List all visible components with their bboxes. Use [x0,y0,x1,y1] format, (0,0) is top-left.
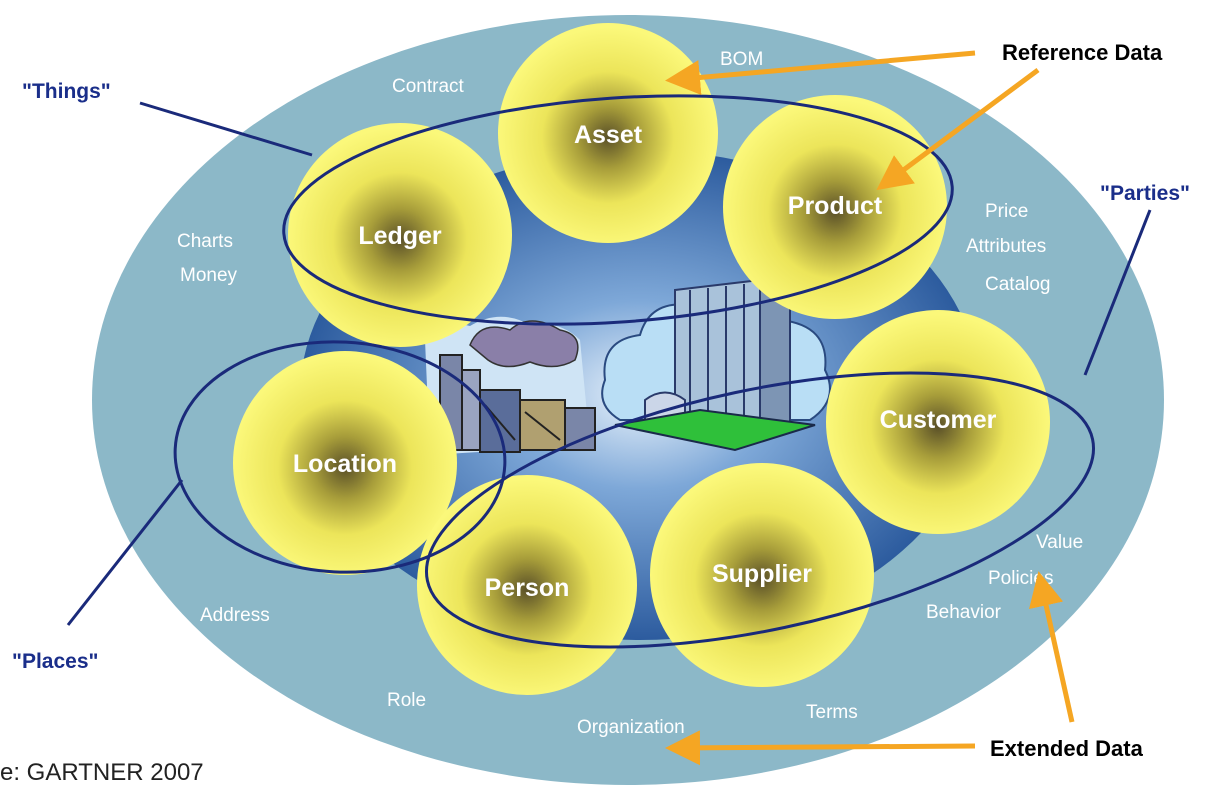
money-term: Money [180,265,238,286]
parties-callout: "Parties" [1100,182,1190,205]
group-outlines [66,94,1152,649]
supplier-circle [650,463,874,687]
places-leader [66,479,184,626]
reference-data-label: Reference Data [1002,40,1163,65]
charts-term: Charts [177,231,233,252]
things-callout: "Things" [22,80,111,103]
customer-label: Customer [880,406,997,434]
product-circle [723,95,947,319]
ledger-label: Ledger [358,222,442,250]
parties-leader [1083,209,1152,376]
product-label: Product [788,192,883,220]
city-illustration [425,278,831,455]
things-loop [282,94,954,326]
behavior-term: Behavior [926,602,1002,623]
location-circle [233,351,457,575]
orange-arrows [665,50,1075,766]
customer-circle [826,310,1050,534]
things-leader [139,101,313,157]
attributes-term: Attributes [966,236,1046,257]
organization-term: Organization [577,717,685,738]
person-label: Person [485,574,570,602]
catalog-term: Catalog [985,274,1051,295]
ext-arrow-organization [665,730,976,766]
location-label: Location [293,450,397,478]
value-term: Value [1036,532,1083,553]
entity-circles [233,23,1050,695]
places-callout: "Places" [12,650,98,673]
places-loop [173,340,507,574]
contract-term: Contract [392,76,465,97]
ref-arrow-product [876,67,1040,191]
bom-term: BOM [720,49,763,70]
source-caption: e: GARTNER 2007 [0,759,204,786]
ref-arrow-bom [665,50,976,95]
supplier-label: Supplier [712,560,812,588]
extended-data-label: Extended Data [990,736,1144,761]
terms-term: Terms [806,702,858,723]
role-term: Role [387,690,426,711]
ext-arrow-value [1028,571,1075,723]
address-term: Address [200,605,270,626]
price-term: Price [985,201,1028,222]
asset-label: Asset [574,121,643,149]
parties-loop [424,371,1096,649]
asset-circle [498,23,718,243]
